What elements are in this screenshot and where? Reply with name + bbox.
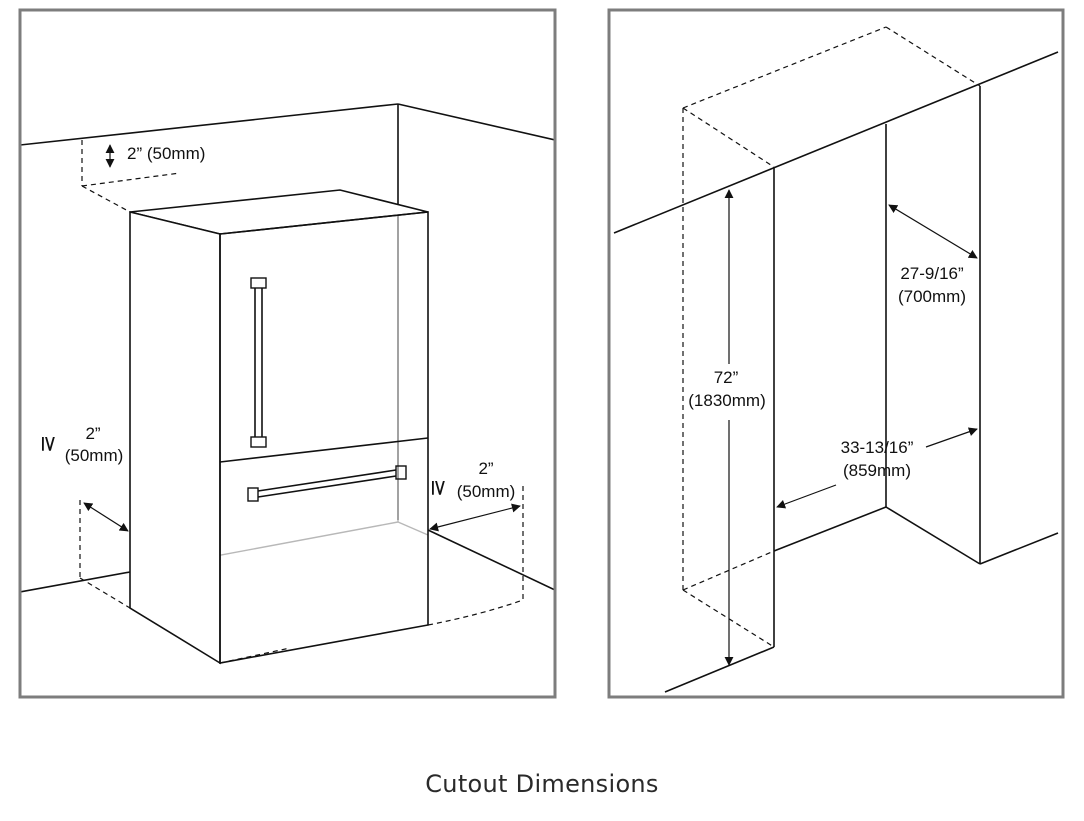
refrigerator-clearance-panel: 2” (50mm) ≥ 2” (50mm) ≥ 2” (50mm) xyxy=(20,103,555,665)
left-clearance-arrow xyxy=(83,502,129,532)
clearance-guides xyxy=(79,140,524,664)
cabinet-opening xyxy=(613,51,1059,693)
top-clearance-label: 2” (50mm) xyxy=(127,144,205,163)
right-clearance-arrow xyxy=(429,503,521,532)
right-clearance-metric: (50mm) xyxy=(457,482,516,501)
left-panel-frame xyxy=(18,8,557,699)
width-arrow-left xyxy=(776,484,837,509)
refrigerator xyxy=(129,189,429,665)
right-panel-frame xyxy=(607,8,1065,699)
left-clearance-value: 2” xyxy=(85,424,100,443)
depth-label-value: 27-9/16” xyxy=(900,264,964,283)
fridge-envelope-dashed xyxy=(682,26,981,648)
left-ge-symbol: ≥ xyxy=(36,435,61,453)
upper-door-handle xyxy=(250,277,267,448)
drawer-handle xyxy=(247,465,407,502)
height-label-value: 72” xyxy=(714,368,739,387)
room-walls xyxy=(20,103,555,593)
diagram-caption: Cutout Dimensions xyxy=(425,770,659,798)
dimension-arrows xyxy=(724,189,978,666)
width-arrow-right xyxy=(925,427,978,448)
width-label-metric: (859mm) xyxy=(843,461,911,480)
depth-label-metric: (700mm) xyxy=(898,287,966,306)
left-clearance-metric: (50mm) xyxy=(65,446,124,465)
cutout-dimensions-panel: 72” (1830mm) 27-9/16” (700mm) 33-13/16” … xyxy=(613,26,1059,693)
right-clearance-value: 2” xyxy=(478,459,493,478)
height-label-metric: (1830mm) xyxy=(688,391,765,410)
depth-arrow xyxy=(888,204,978,259)
width-label-value: 33-13/16” xyxy=(841,438,914,457)
right-ge-symbol: ≥ xyxy=(426,479,451,497)
clearance-arrows xyxy=(83,144,521,532)
